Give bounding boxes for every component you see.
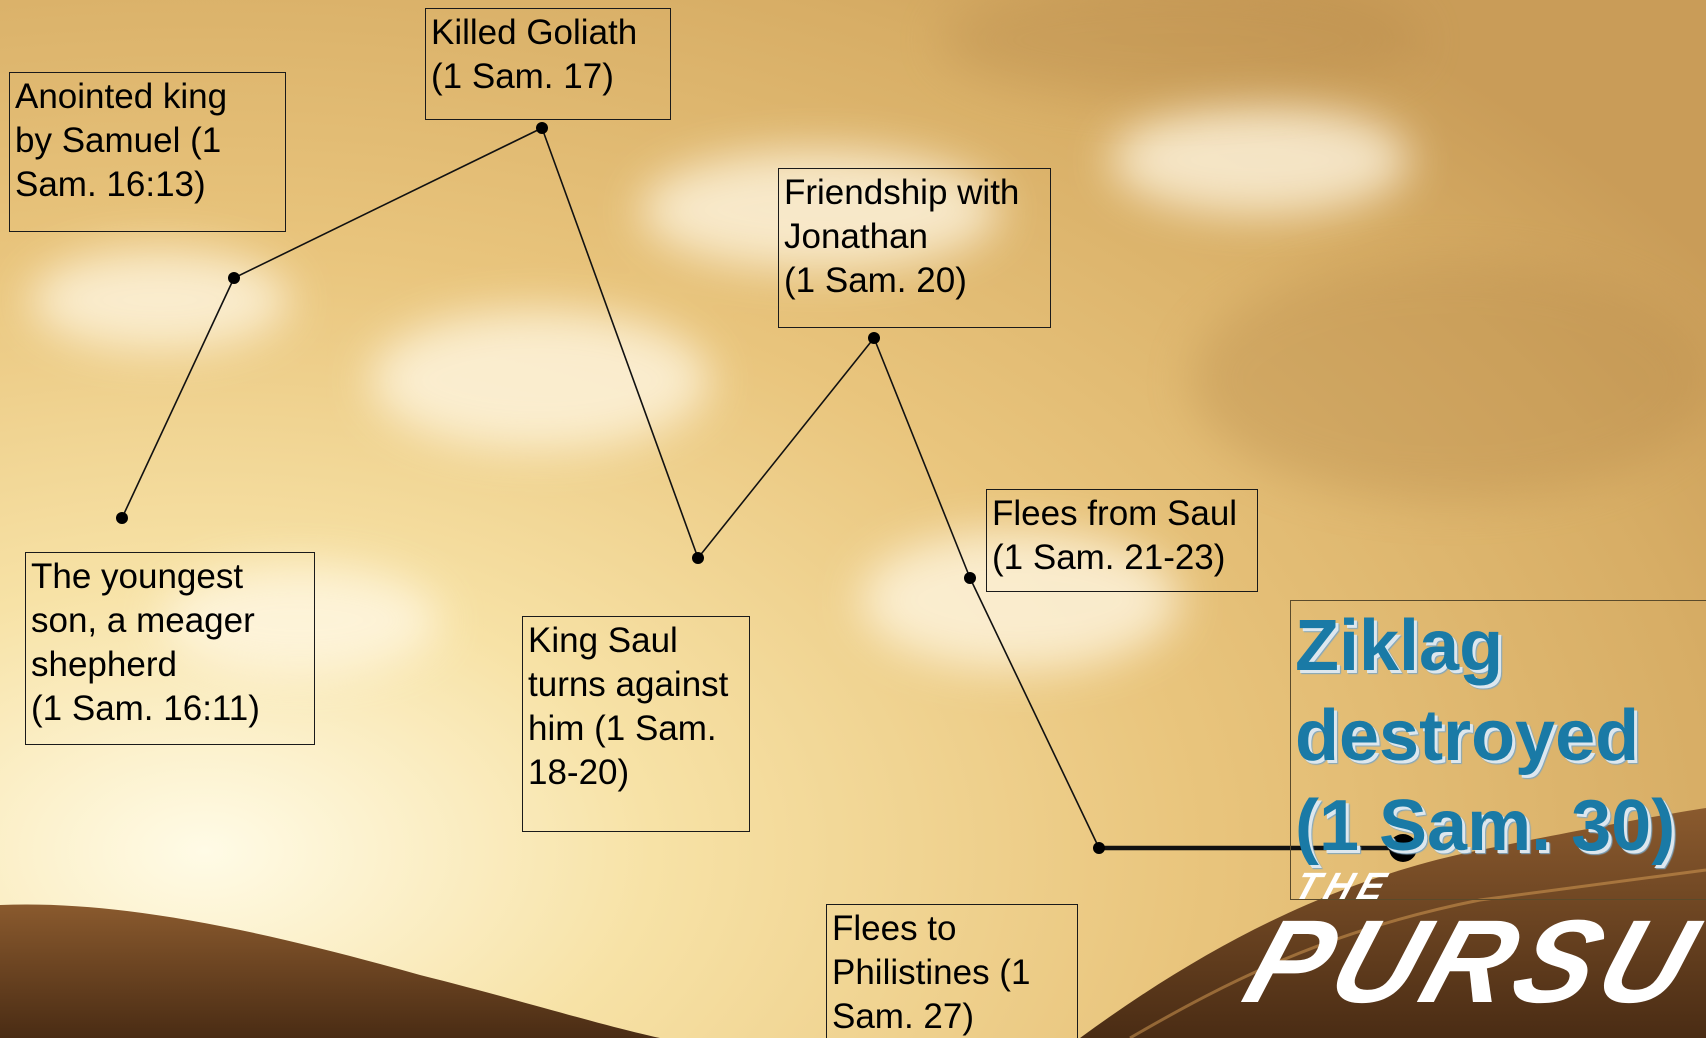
- event-marker-flees-philistines: [1093, 842, 1105, 854]
- ziklag-label: Ziklag destroyed (1 Sam. 30): [1295, 606, 1676, 866]
- timeline-segment: [121, 277, 235, 519]
- event-ziklag-destroyed: Ziklag destroyed (1 Sam. 30): [1290, 600, 1706, 900]
- timeline-segment: [697, 337, 875, 559]
- timeline-segment: [969, 577, 1100, 849]
- event-youngest-son: The youngest son, a meager shepherd (1 S…: [25, 552, 315, 745]
- event-marker-ziklag: [1389, 834, 1417, 862]
- event-killed-goliath: Killed Goliath (1 Sam. 17): [425, 8, 671, 120]
- event-label: Killed Goliath (1 Sam. 17): [431, 13, 638, 96]
- event-saul-turns: King Saul turns against him (1 Sam. 18-2…: [522, 616, 750, 832]
- event-anointed-king: Anointed king by Samuel (1 Sam. 16:13): [9, 72, 286, 232]
- event-label: Friendship with Jonathan (1 Sam. 20): [784, 173, 1020, 300]
- event-marker-anointed-king: [228, 272, 240, 284]
- event-jonathan: Friendship with Jonathan (1 Sam. 20): [778, 168, 1051, 328]
- event-marker-flees-saul: [964, 572, 976, 584]
- left-hill: [0, 904, 660, 1038]
- event-label: The youngest son, a meager shepherd (1 S…: [31, 557, 260, 728]
- pursuit-logo: THE PURSU: [1230, 866, 1706, 1028]
- event-label: Anointed king by Samuel (1 Sam. 16:13): [15, 77, 228, 204]
- event-flees-saul: Flees from Saul (1 Sam. 21-23): [986, 489, 1258, 592]
- event-marker-jonathan: [868, 332, 880, 344]
- timeline-line: [121, 127, 1403, 851]
- event-label: King Saul turns against him (1 Sam. 18-2…: [528, 621, 729, 792]
- timeline-segment: [541, 127, 699, 559]
- event-marker-youngest-son: [116, 512, 128, 524]
- timeline-segment: [873, 337, 971, 579]
- event-label: Flees to Philistines (1 Sam. 27): [832, 909, 1031, 1036]
- event-flees-philistines: Flees to Philistines (1 Sam. 27): [826, 904, 1078, 1038]
- event-marker-saul-turns: [692, 552, 704, 564]
- timeline-segment: [233, 127, 543, 279]
- logo-large-text: PURSU: [1230, 896, 1706, 1028]
- event-marker-killed-goliath: [536, 122, 548, 134]
- event-label: Flees from Saul (1 Sam. 21-23): [992, 494, 1238, 577]
